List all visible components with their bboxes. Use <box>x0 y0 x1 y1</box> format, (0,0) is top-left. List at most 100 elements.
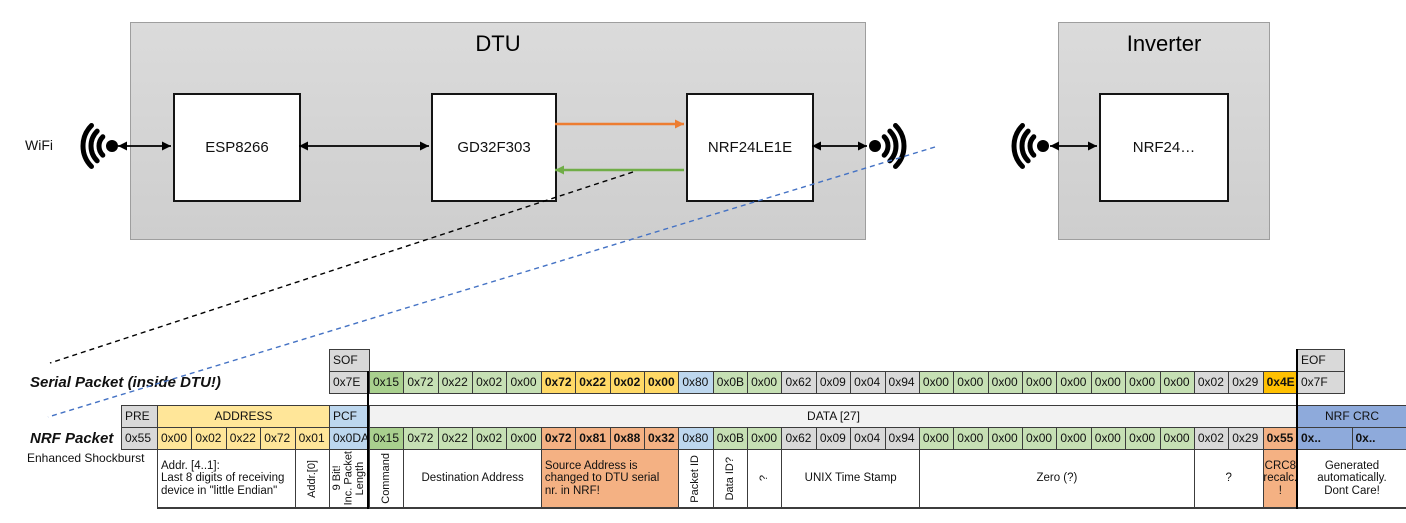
dtu-title: DTU <box>475 31 521 56</box>
wifi-signal-icon <box>80 122 118 170</box>
gd32f303-label: GD32F303 <box>457 139 531 156</box>
annotation-cell: Packet ID <box>678 449 714 509</box>
nrf-byte-cell: 0x22 <box>437 427 474 450</box>
wifi-signal-icon <box>869 122 907 170</box>
serial-byte-cell: 0x00 <box>1125 371 1161 394</box>
nrf-byte-cell: 0x00 <box>1056 427 1092 450</box>
nrf-byte-cell: 0x29 <box>1228 427 1264 450</box>
nrf-byte-cell: 0x02 <box>191 427 227 450</box>
nrf-byte-cell: 0x55 <box>1262 427 1298 450</box>
serial-byte-cell: 0x00 <box>643 371 680 394</box>
serial-packet-label: Serial Packet (inside DTU!) <box>30 374 221 391</box>
nrf-byte-cell: 0x00 <box>1159 427 1195 450</box>
serial-byte-cell: 0x72 <box>403 371 439 394</box>
sof-value-cell: 0x7E <box>329 371 370 394</box>
nrf-byte-cell: 0x72 <box>260 427 296 450</box>
eof-header-cell: EOF <box>1297 349 1345 372</box>
serial-byte-cell: 0x00 <box>953 371 989 394</box>
inverter-nrf24-box: NRF24… <box>1099 93 1229 202</box>
nrf-header-cell: NRF CRC <box>1297 405 1406 428</box>
serial-byte-cell: 0x02 <box>472 371 508 394</box>
annotation-cell: UNIX Time Stamp <box>781 449 920 509</box>
serial-byte-cell: 0x22 <box>575 371 611 394</box>
esp8266-box: ESP8266 <box>173 93 301 202</box>
nrf-byte-cell: 0x80 <box>678 427 714 450</box>
enhanced-shockburst-label: Enhanced Shockburst <box>27 451 145 465</box>
annotation-cell: Source Address is changed to DTU serial … <box>540 449 680 509</box>
inverter-title: Inverter <box>1126 31 1202 56</box>
esp8266-label: ESP8266 <box>205 139 269 156</box>
annotation-cell: ? <box>1193 449 1264 509</box>
nrf-byte-cell: 0x04 <box>850 427 886 450</box>
nrf-byte-cell: 0x00 <box>506 427 542 450</box>
nrf-byte-cell: 0x72 <box>403 427 439 450</box>
nrf-byte-cell: 0x02 <box>472 427 508 450</box>
sof-header-cell: SOF <box>329 349 370 372</box>
serial-byte-cell: 0x94 <box>884 371 920 394</box>
inverter-nrf24-label: NRF24… <box>1132 139 1196 156</box>
nrf-byte-cell: 0x.. <box>1351 427 1406 450</box>
nrf-byte-cell: 0x0B <box>712 427 749 450</box>
data-boundary-line-right <box>1296 349 1298 509</box>
serial-byte-cell: 0x4E <box>1262 371 1298 394</box>
annotation-cell: Zero (?) <box>918 449 1195 509</box>
nrf-byte-cell: 0x15 <box>369 427 405 450</box>
annotation-cell: 9 Bit! Inc. Packet Length <box>329 449 370 509</box>
nrf-byte-cell: 0x72 <box>540 427 577 450</box>
serial-byte-cell: 0x72 <box>540 371 577 394</box>
serial-byte-cell: 0x00 <box>747 371 783 394</box>
serial-byte-cell: 0x29 <box>1228 371 1264 394</box>
nrf-byte-cell: 0x62 <box>781 427 817 450</box>
annotation-cell: ? <box>747 449 783 509</box>
annotation-cell: Data ID? <box>712 449 749 509</box>
nrf-byte-cell: 0x00 <box>1090 427 1127 450</box>
serial-byte-cell: 0x0B <box>712 371 749 394</box>
eof-value-cell: 0x7F <box>1297 371 1345 394</box>
serial-byte-cell: 0x09 <box>815 371 852 394</box>
serial-byte-cell: 0x02 <box>1193 371 1230 394</box>
serial-byte-cell: 0x00 <box>1159 371 1195 394</box>
arrowhead-icon <box>118 141 127 151</box>
serial-byte-cell: 0x15 <box>369 371 405 394</box>
nrf-byte-cell: 0x00 <box>1022 427 1058 450</box>
data-boundary-line-left <box>367 371 369 509</box>
serial-byte-cell: 0x00 <box>987 371 1024 394</box>
nrf-header-cell: DATA [27] <box>369 405 1298 428</box>
nrf24le1e-label: NRF24LE1E <box>707 139 793 156</box>
nrf-byte-cell: 0x02 <box>1193 427 1230 450</box>
nrf-byte-cell: 0x09 <box>815 427 852 450</box>
annotation-cell: Command <box>369 449 405 509</box>
nrf-byte-cell: 0x.. <box>1297 427 1353 450</box>
nrf-header-cell: PRE <box>121 405 158 428</box>
serial-byte-cell: 0x00 <box>1022 371 1058 394</box>
gd32f303-box: GD32F303 <box>431 93 557 202</box>
nrf-byte-cell: 0x00 <box>918 427 955 450</box>
nrf-byte-cell: 0x22 <box>225 427 262 450</box>
nrf-byte-cell: 0x0DA <box>329 427 370 450</box>
serial-byte-cell: 0x00 <box>1056 371 1092 394</box>
nrf-header-cell: PCF <box>329 405 370 428</box>
serial-byte-cell: 0x00 <box>918 371 955 394</box>
nrf-packet-label: NRF Packet <box>30 430 114 447</box>
nrf24le1e-box: NRF24LE1E <box>686 93 814 202</box>
serial-byte-cell: 0x00 <box>506 371 542 394</box>
nrf-byte-cell: 0x32 <box>643 427 680 450</box>
nrf-header-cell: ADDRESS <box>157 405 330 428</box>
annotation-cell: Destination Address <box>403 449 542 509</box>
annotation-cell: Addr.[0] <box>294 449 330 509</box>
annotation-cell: Addr. [4..1]: Last 8 digits of receiving… <box>157 449 296 509</box>
nrf-byte-cell: 0x00 <box>157 427 193 450</box>
nrf-byte-cell: 0x55 <box>121 427 158 450</box>
wifi-signal-icon <box>1011 122 1049 170</box>
nrf-byte-cell: 0x88 <box>609 427 645 450</box>
nrf-byte-cell: 0x81 <box>575 427 611 450</box>
annotation-cell: CRC8 recalc. ! <box>1262 449 1298 509</box>
nrf-byte-cell: 0x00 <box>987 427 1024 450</box>
wifi-label: WiFi <box>25 137 53 153</box>
nrf-byte-cell: 0x01 <box>294 427 330 450</box>
serial-byte-cell: 0x62 <box>781 371 817 394</box>
serial-byte-cell: 0x22 <box>437 371 474 394</box>
nrf-byte-cell: 0x00 <box>1125 427 1161 450</box>
nrf-byte-cell: 0x94 <box>884 427 920 450</box>
